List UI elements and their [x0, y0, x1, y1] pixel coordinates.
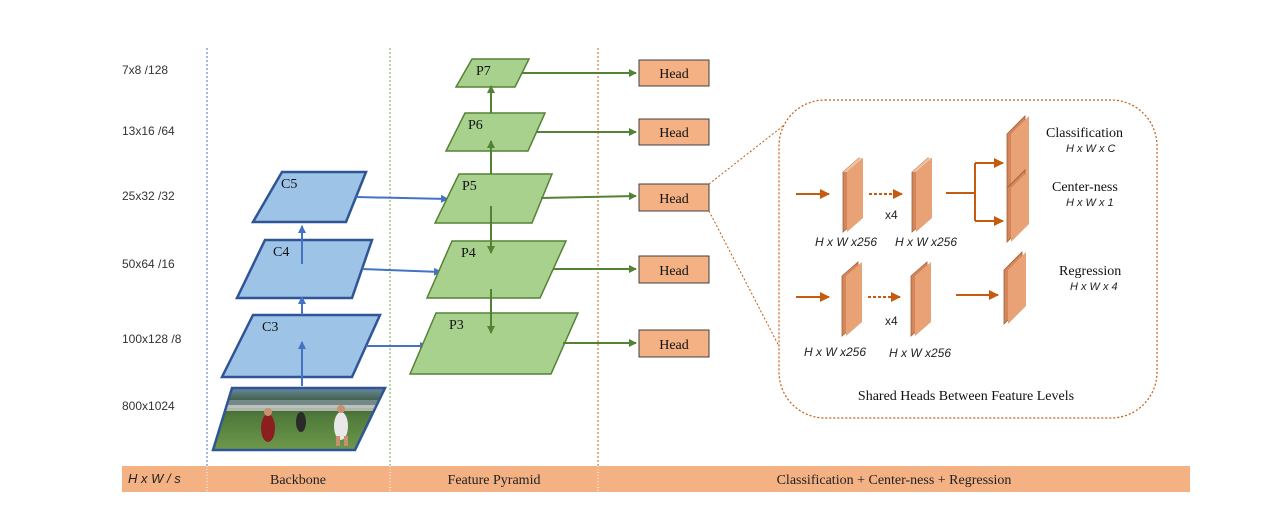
pyramid-label-p3: P3 — [449, 318, 464, 333]
classification-title: Classification — [1046, 126, 1123, 141]
footer-col-pyramid: Feature Pyramid — [448, 473, 541, 488]
input-image — [211, 386, 387, 452]
branch2-shape-label-1: H x W x256 — [804, 345, 866, 359]
branch2-block-1 — [841, 261, 862, 337]
head-box-p3 — [638, 329, 710, 358]
head-box-p7 — [638, 59, 710, 87]
backbone-column: C3 C4 C5 — [219, 170, 449, 386]
scale-label-p6: 13x16 /64 — [122, 124, 175, 138]
regression-shape: H x W x 4 — [1070, 281, 1118, 293]
head-label-p5: Head — [659, 192, 689, 207]
pyramid-label-p5: P5 — [462, 179, 477, 194]
pyramid-level-p4 — [425, 240, 568, 299]
scale-label-input: 800x1024 — [122, 399, 175, 413]
pyramid-level-p6 — [444, 112, 547, 152]
branch2-block-2 — [910, 261, 931, 337]
scale-label-p7: 7x8 /128 — [122, 63, 168, 77]
backbone-label-c5: C5 — [281, 177, 297, 192]
footer-col-backbone: Backbone — [270, 473, 326, 488]
shared-head-detail-panel: H x W x256 H x W x256 H x W x256 H x W x… — [778, 99, 1158, 419]
scale-label-p5: 25x32 /32 — [122, 189, 175, 203]
branch2-shape-label-2: H x W x256 — [889, 346, 951, 360]
footer-background — [122, 466, 1190, 492]
head-box-p5 — [638, 183, 710, 212]
zoom-line-bottom — [708, 210, 813, 411]
head-label-p4: Head — [659, 264, 689, 279]
pyramid-label-p4: P4 — [461, 246, 476, 261]
arrow-c5-to-p5 — [355, 194, 449, 203]
regression-title: Regression — [1059, 264, 1121, 279]
branch1-shape-label-2: H x W x256 — [895, 235, 957, 249]
regression-output-block — [1003, 251, 1026, 325]
scale-label-p4: 50x64 /16 — [122, 257, 175, 271]
detail-panel-border — [778, 99, 1158, 419]
branch1-shape-label-1: H x W x256 — [815, 235, 877, 249]
head-column: Head Head Head Head Head — [638, 59, 813, 411]
detail-caption: Shared Heads Between Feature Levels — [858, 389, 1074, 404]
head-label-p7: Head — [659, 67, 689, 82]
head-box-p4 — [638, 255, 710, 284]
head-label-p3: Head — [659, 338, 689, 353]
branch1-block-1 — [842, 157, 863, 233]
pyramid-level-p3 — [408, 312, 580, 375]
pyramid-level-p7 — [454, 58, 531, 88]
footer-band: H x W / s Backbone Feature Pyramid Class… — [122, 466, 1190, 492]
backbone-label-c4: C4 — [273, 245, 289, 260]
footer-col-scale: H x W / s — [128, 471, 181, 486]
pyramid-label-p7: P7 — [476, 64, 491, 79]
zoom-line-top — [708, 107, 807, 185]
backbone-level-c5 — [250, 170, 368, 224]
footer-col-heads: Classification + Center-ness + Regressio… — [777, 473, 1012, 488]
arrow-c4-to-p4 — [361, 267, 442, 276]
pyramid-level-p5 — [433, 173, 554, 224]
centerness-shape: H x W x 1 — [1066, 197, 1114, 209]
backbone-label-c3: C3 — [262, 320, 278, 335]
arrow-p5-to-head — [540, 192, 637, 201]
scale-label-p3: 100x128 /8 — [122, 332, 182, 346]
branch1-repeat-label: x4 — [885, 208, 898, 222]
centerness-output-block — [1006, 169, 1029, 243]
centerness-title: Center-ness — [1052, 180, 1118, 195]
pyramid-label-p6: P6 — [468, 118, 483, 133]
head-label-p6: Head — [659, 126, 689, 141]
pyramid-column: P3 P4 P5 P6 P7 — [408, 58, 637, 375]
head-box-p6 — [638, 118, 710, 146]
branch2-repeat-label: x4 — [885, 314, 898, 328]
backbone-level-c4 — [235, 238, 374, 300]
classification-output-block — [1006, 115, 1029, 189]
branch1-block-2 — [911, 157, 932, 233]
classification-shape: H x W x C — [1066, 143, 1116, 155]
